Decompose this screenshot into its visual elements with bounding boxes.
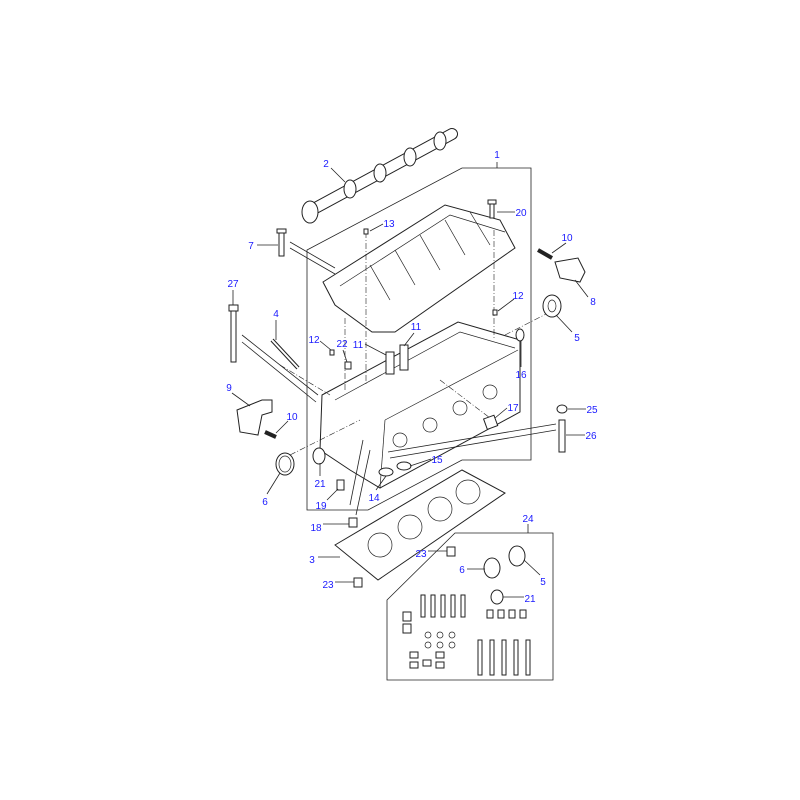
dowel-23a <box>446 546 456 557</box>
callout-22: 22 <box>336 339 348 350</box>
callout-5: 5 <box>574 333 580 344</box>
seal-16 <box>515 328 525 342</box>
camshaft <box>301 128 458 224</box>
nut-25 <box>556 404 568 414</box>
callout-18: 18 <box>310 523 322 534</box>
assembly-bracket-1 <box>306 162 532 511</box>
callout-26: 26 <box>585 431 597 442</box>
callout-14: 14 <box>368 493 380 504</box>
camshaft-carrier <box>322 204 516 333</box>
bracket-8 <box>554 257 586 283</box>
callout-25: 25 <box>586 405 598 416</box>
kit-bracket-24 <box>386 524 554 681</box>
bracket-9 <box>236 399 273 436</box>
callout-15: 15 <box>431 455 443 466</box>
leader-lines <box>231 167 589 598</box>
cylinder-head <box>319 321 521 489</box>
callout-23: 23 <box>415 549 427 560</box>
callout-1: 1 <box>494 150 500 161</box>
callout-6: 6 <box>262 497 268 508</box>
head-gasket <box>334 469 506 581</box>
callout-24: 24 <box>522 514 534 525</box>
callout-19: 19 <box>315 501 327 512</box>
callout-10: 10 <box>286 412 298 423</box>
dowel-23b <box>353 577 363 588</box>
bolt-7 <box>276 228 287 257</box>
callout-4: 4 <box>273 309 279 320</box>
bolt-20 <box>487 199 497 219</box>
callout-6: 6 <box>459 565 465 576</box>
callout-5: 5 <box>540 577 546 588</box>
glow-plug-4 <box>270 338 300 370</box>
callout-2: 2 <box>323 159 329 170</box>
tappet-11a <box>385 351 395 375</box>
dowel-12b <box>492 309 498 316</box>
callout-16: 16 <box>515 370 527 381</box>
valve-seat-15 <box>396 461 412 471</box>
callout-17: 17 <box>507 403 519 414</box>
callout-12: 12 <box>512 291 524 302</box>
plug-17 <box>482 414 499 430</box>
stud-26 <box>558 419 566 453</box>
callout-12: 12 <box>308 335 320 346</box>
bolt-10b <box>264 430 277 439</box>
seal-5 <box>542 294 562 318</box>
bolt-27 <box>228 304 239 363</box>
tappet-11b <box>399 344 409 371</box>
callout-11: 11 <box>353 340 364 351</box>
valve-seat-14 <box>378 467 394 477</box>
callout-21: 21 <box>524 594 536 605</box>
seal-6 <box>275 452 295 476</box>
dowel-22 <box>344 361 352 370</box>
callout-23: 23 <box>322 580 334 591</box>
callout-3: 3 <box>309 555 315 566</box>
dowel-13 <box>363 228 369 235</box>
callout-7: 7 <box>248 241 254 252</box>
plug-21 <box>312 447 326 465</box>
dowel-19 <box>336 479 345 491</box>
callout-20: 20 <box>515 208 527 219</box>
callout-9: 9 <box>226 383 232 394</box>
callout-8: 8 <box>590 297 596 308</box>
dowel-18 <box>348 517 358 528</box>
callout-11: 11 <box>411 322 422 333</box>
callout-27: 27 <box>227 279 239 290</box>
callout-21: 21 <box>314 479 326 490</box>
callout-10: 10 <box>561 233 573 244</box>
kit-contents <box>402 545 531 676</box>
callout-labels: 1 2 20 13 7 10 8 27 12 4 12 22 11 11 5 1… <box>226 150 598 605</box>
dowel-12a <box>329 349 335 356</box>
bolt-10a <box>537 248 553 260</box>
callout-13: 13 <box>383 219 395 230</box>
